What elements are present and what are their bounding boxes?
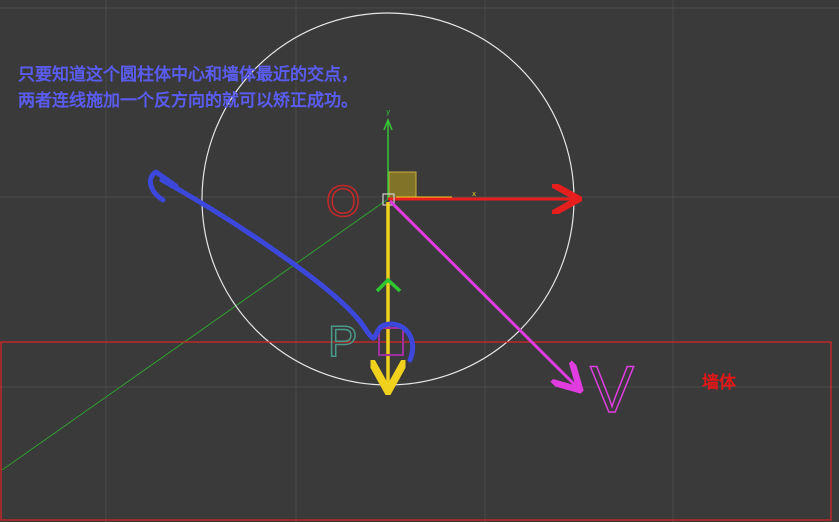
point-v-label: V [590, 352, 634, 426]
hand-drawn-arrow [159, 177, 416, 363]
annotation-line-2: 两者连线施加一个反方向的就可以矫正成功。 [18, 91, 358, 111]
contact-point-box [378, 327, 404, 356]
annotation-line-1: 只要知道这个圆柱体中心和墙体最近的交点， [18, 65, 358, 85]
gizmo-x-axis-label: x [472, 190, 477, 198]
ray-line [1, 198, 389, 471]
velocity-vector [388, 199, 578, 388]
point-p-label: P [328, 317, 357, 366]
wall-rect[interactable] [0, 341, 832, 521]
hand-drawn-arrowhead [147, 169, 179, 203]
up-chevron [375, 277, 402, 293]
gizmo-y-arrowhead [383, 117, 393, 131]
gizmo-plane-handle[interactable] [388, 171, 417, 200]
annotation-text: 只要知道这个圆柱体中心和墙体最近的交点， 两者连线施加一个反方向的就可以矫正成功… [18, 62, 358, 114]
gizmo-y-axis-label: y [386, 108, 391, 116]
wall-label: 墙体 [702, 373, 736, 393]
point-o-label: O [326, 177, 360, 226]
